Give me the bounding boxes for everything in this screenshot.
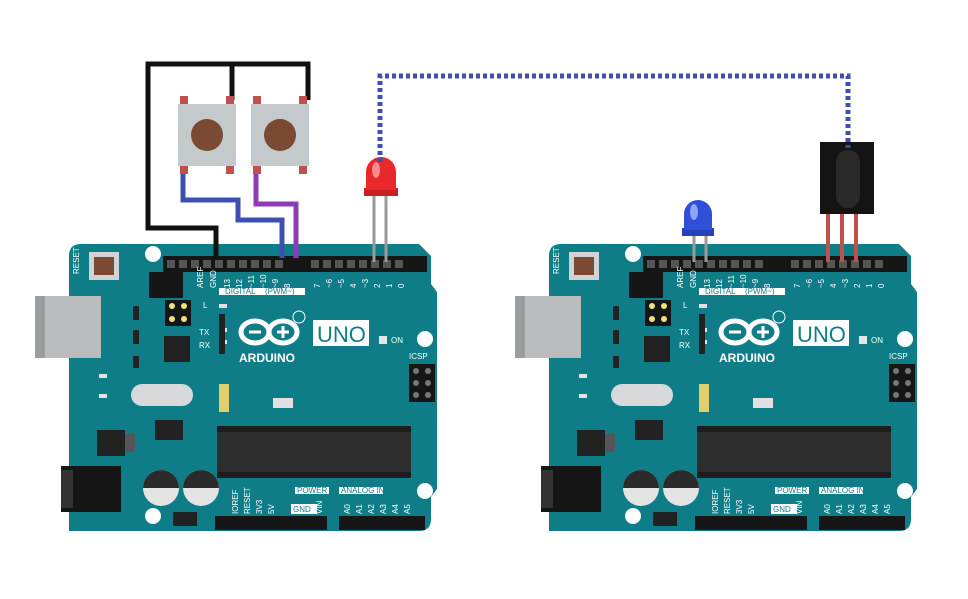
arduino-board-right: RESET AREF GND 13 12 ~11 ~10 ~9 8 7 ~6 ~… [515, 244, 917, 531]
power-label: POWER [777, 486, 807, 495]
aref-label: AREF [676, 267, 685, 288]
svg-text:A5: A5 [883, 504, 892, 514]
ir-link [377, 73, 851, 162]
analog-pin-labels: A0 A1 A2 A3 A4 A5 [343, 504, 412, 514]
rx-label: RX [679, 341, 691, 350]
analog-pin-labels: A0 A1 A2 A3 A4 A5 [823, 504, 892, 514]
svg-text:2: 2 [853, 283, 862, 288]
gnd-label: GND [689, 270, 698, 288]
svg-text:A1: A1 [355, 504, 364, 514]
svg-text:3V3: 3V3 [735, 499, 744, 514]
push-button-2[interactable] [251, 96, 309, 174]
digital-pin-labels: 13 12 ~11 ~10 ~9 8 7 ~6 ~5 4 ~3 2 1 0 [223, 274, 406, 288]
analog-in-label: ANALOG IN [821, 486, 865, 495]
svg-text:12: 12 [235, 279, 244, 288]
blue-led [682, 200, 714, 262]
bottom-gnd-label: GND [773, 505, 791, 514]
svg-text:VIN: VIN [795, 500, 804, 514]
svg-text:RESET: RESET [723, 487, 732, 514]
bottom-gnd-label: GND [293, 505, 311, 514]
svg-text:A1: A1 [835, 504, 844, 514]
svg-text:8: 8 [763, 283, 772, 288]
svg-text:RESET: RESET [243, 487, 252, 514]
svg-text:13: 13 [223, 279, 232, 288]
icsp-label: ICSP [889, 352, 908, 361]
svg-text:~5: ~5 [817, 278, 826, 288]
svg-text:~6: ~6 [805, 278, 814, 288]
icsp-label: ICSP [409, 352, 428, 361]
brand-label: ARDUINO [719, 351, 775, 365]
svg-text:4: 4 [349, 283, 358, 288]
svg-text:0: 0 [397, 283, 406, 288]
pwm-label: (PWM~) [265, 287, 295, 296]
power-pin-labels: IOREF RESET 3V3 5V VIN [231, 487, 324, 514]
rx-label: RX [199, 341, 211, 350]
svg-text:2: 2 [373, 283, 382, 288]
svg-text:A5: A5 [403, 504, 412, 514]
tx-label: TX [199, 328, 210, 337]
svg-text:~9: ~9 [271, 278, 280, 288]
svg-text:~10: ~10 [259, 274, 268, 288]
svg-text:5V: 5V [747, 504, 756, 514]
svg-text:~3: ~3 [841, 278, 850, 288]
svg-text:A0: A0 [823, 504, 832, 514]
svg-text:7: 7 [793, 283, 802, 288]
power-label: POWER [297, 486, 327, 495]
svg-text:1: 1 [865, 283, 874, 288]
reset-label: RESET [552, 247, 561, 274]
led-l-label: L [203, 301, 208, 310]
blue-wire [180, 174, 285, 258]
svg-text:A4: A4 [391, 504, 400, 514]
digital-label: DIGITAL [705, 287, 736, 296]
svg-text:IOREF: IOREF [711, 489, 720, 514]
svg-text:~10: ~10 [739, 274, 748, 288]
pwm-label: (PWM~) [745, 287, 775, 296]
wires-left [145, 61, 311, 258]
brand-label: ARDUINO [239, 351, 295, 365]
svg-text:~9: ~9 [751, 278, 760, 288]
svg-text:3V3: 3V3 [255, 499, 264, 514]
svg-text:~3: ~3 [361, 278, 370, 288]
svg-text:~11: ~11 [727, 274, 736, 288]
svg-text:A0: A0 [343, 504, 352, 514]
svg-text:VIN: VIN [315, 500, 324, 514]
ir-receiver [820, 142, 874, 262]
svg-text:1: 1 [385, 283, 394, 288]
svg-text:0: 0 [877, 283, 886, 288]
svg-text:8: 8 [283, 283, 292, 288]
svg-text:5V: 5V [267, 504, 276, 514]
svg-text:IOREF: IOREF [231, 489, 240, 514]
svg-text:~6: ~6 [325, 278, 334, 288]
tx-label: TX [679, 328, 690, 337]
svg-text:13: 13 [703, 279, 712, 288]
arduino-board-left: RESET AREF GND 13 12 ~11 ~10 ~9 8 7 ~6 ~… [35, 244, 437, 531]
digital-pin-labels: 13 12 ~11 ~10 ~9 8 7 ~6 ~5 4 ~3 2 1 0 [703, 274, 886, 288]
digital-label: DIGITAL [225, 287, 256, 296]
svg-text:A2: A2 [847, 504, 856, 514]
red-led [364, 157, 398, 262]
led-l-label: L [683, 301, 688, 310]
svg-text:A3: A3 [379, 504, 388, 514]
purple-wire [253, 174, 299, 258]
analog-in-label: ANALOG IN [341, 486, 385, 495]
gnd-label: GND [209, 270, 218, 288]
reset-label: RESET [72, 247, 81, 274]
svg-text:A4: A4 [871, 504, 880, 514]
svg-text:A3: A3 [859, 504, 868, 514]
black-wire [145, 61, 311, 258]
svg-text:A2: A2 [367, 504, 376, 514]
svg-text:~11: ~11 [247, 274, 256, 288]
aref-label: AREF [196, 267, 205, 288]
model-label: UNO [797, 322, 846, 347]
svg-text:12: 12 [715, 279, 724, 288]
on-label: ON [871, 336, 883, 345]
svg-text:~5: ~5 [337, 278, 346, 288]
on-label: ON [391, 336, 403, 345]
push-button-1[interactable] [178, 96, 236, 174]
svg-text:4: 4 [829, 283, 838, 288]
power-pin-labels: IOREF RESET 3V3 5V VIN [711, 487, 804, 514]
model-label: UNO [317, 322, 366, 347]
svg-text:7: 7 [313, 283, 322, 288]
